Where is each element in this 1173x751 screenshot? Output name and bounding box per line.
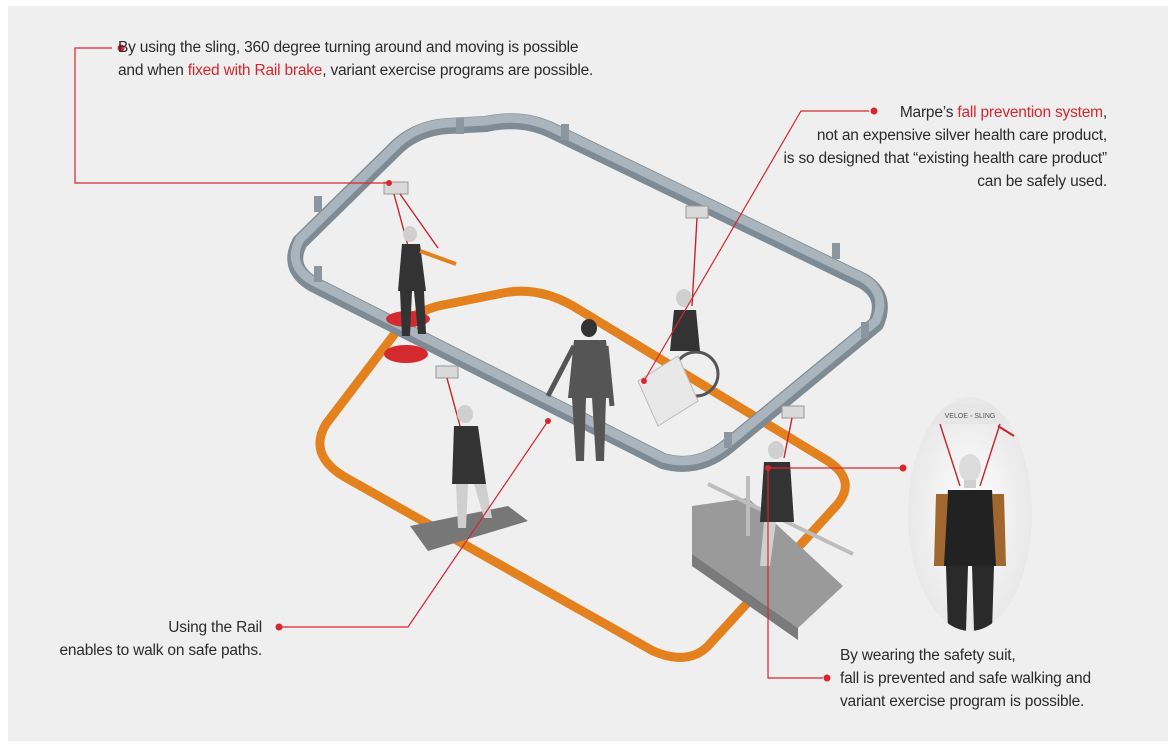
figure-wheelchair <box>637 289 720 427</box>
safety-suit-inset: VELOE ◦ SLING <box>908 397 1032 631</box>
callout-fall-line1: Marpe’s fall prevention system, <box>784 101 1107 124</box>
callout-fall-line1-post: , <box>1102 104 1107 121</box>
callout-sling-line1: By using the sling, 360 degree turning a… <box>118 39 579 56</box>
figure-trainer <box>545 319 615 461</box>
sling-straps <box>393 193 793 459</box>
callout-rail-line2: enables to walk on safe paths. <box>59 642 262 659</box>
figure-step-board <box>410 405 528 551</box>
figure-sling-exercise <box>398 226 457 336</box>
callout-suit: By wearing the safety suit, fall is prev… <box>840 644 1091 713</box>
callout-fall-line2: not an expensive silver health care prod… <box>816 127 1107 144</box>
callout-suit-line1: By wearing the safety suit, <box>840 647 1016 664</box>
callout-sling-line2: and when fixed with Rail brake, variant … <box>118 59 593 82</box>
illustration-canvas: VELOE ◦ SLING <box>8 6 1168 741</box>
figure-treadmill <box>692 441 854 640</box>
inset-brand-label: VELOE ◦ SLING <box>945 413 996 420</box>
callout-sling-highlight: fixed with Rail brake <box>187 62 323 79</box>
callout-sling-line2-pre: and when <box>118 62 188 79</box>
callout-suit-line2: fall is prevented and safe walking and <box>840 670 1091 687</box>
rail-system-diagram: VELOE ◦ SLING <box>74 44 1032 682</box>
callout-fall-line4: can be safely used. <box>977 173 1107 190</box>
callout-fall-line1-pre: Marpe’s <box>899 104 958 121</box>
callout-suit-line3: variant exercise program is possible. <box>840 693 1085 710</box>
callout-fall-highlight: fall prevention system <box>957 104 1103 121</box>
callout-rail-line1: Using the Rail <box>168 619 262 636</box>
callout-fall-line3: is so designed that “existing health car… <box>783 150 1108 167</box>
callout-dots <box>117 44 907 682</box>
callout-leaders <box>74 47 901 679</box>
callout-sling: By using the sling, 360 degree turning a… <box>118 36 593 82</box>
callout-sling-line2-post: , variant exercise programs are possible… <box>322 62 594 79</box>
callout-rail: Using the Rail enables to walk on safe p… <box>59 616 262 662</box>
callout-fall-prevention: Marpe’s fall prevention system, not an e… <box>783 101 1108 193</box>
